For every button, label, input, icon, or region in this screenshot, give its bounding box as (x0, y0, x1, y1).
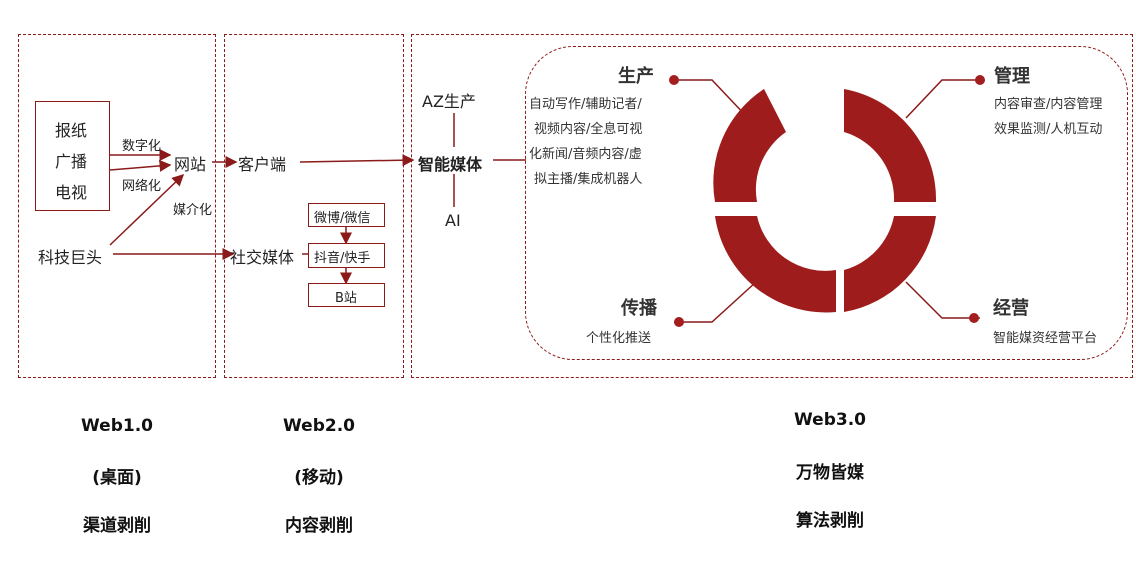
distribution-dot (674, 317, 684, 327)
distribution-title: 传播 (621, 298, 657, 319)
platform-bilibili (308, 283, 385, 307)
ai-node: AI (445, 211, 461, 230)
mediatize-label: 媒介化 (173, 203, 213, 218)
web1-device: (桌面) (92, 468, 142, 488)
web2-device: (移动) (294, 468, 344, 488)
media-radio: 广播 (55, 152, 88, 171)
web3-era: Web3.0 (794, 410, 866, 430)
operation-desc: 智能媒资经营平台 (993, 331, 1098, 346)
traditional-media-box (35, 101, 110, 211)
production-title: 生产 (618, 66, 654, 87)
website-node: 网站 (174, 155, 207, 174)
management-desc: 内容审查/内容管理 效果监测/人机互动 (994, 97, 1103, 137)
media-tv: 电视 (55, 183, 88, 202)
digitize-label: 数字化 (122, 139, 162, 154)
management-title: 管理 (994, 66, 1030, 87)
smart-media-node: 智能媒体 (418, 155, 483, 174)
web3-device: 万物皆媒 (796, 463, 864, 483)
web2-panel (224, 34, 404, 378)
web1-panel (18, 34, 216, 378)
web1-theme: 渠道剥削 (83, 516, 151, 536)
client-node: 客户端 (238, 155, 287, 174)
platform-weibo (308, 203, 385, 227)
platform-bilibili-label: B站 (335, 291, 357, 306)
distribution-desc: 个性化推送 (586, 331, 652, 346)
web2-theme: 内容剥削 (285, 516, 353, 536)
network-label: 网络化 (122, 179, 162, 194)
web3-panel (411, 34, 1133, 378)
operation-dot (969, 313, 979, 323)
operation-title: 经营 (993, 298, 1029, 319)
social-media-node: 社交媒体 (230, 248, 295, 267)
platform-douyin-label: 抖音/快手 (314, 251, 371, 266)
production-dot (669, 75, 679, 85)
platform-weibo-label: 微博/微信 (314, 211, 371, 226)
web1-era: Web1.0 (81, 416, 153, 436)
web2-era: Web2.0 (283, 416, 355, 436)
media-newspaper: 报纸 (55, 121, 88, 140)
web3-inner-panel (525, 46, 1128, 360)
platform-douyin (308, 243, 385, 268)
az-production-node: AZ生产 (422, 92, 476, 111)
tech-giants-node: 科技巨头 (38, 248, 103, 267)
web3-theme: 算法剥削 (796, 511, 864, 531)
management-dot (975, 75, 985, 85)
production-desc: 自动写作/辅助记者/ 视频内容/全息可视 化新闻/音频内容/虚 拟主播/集成机器… (529, 97, 643, 187)
ring-quadrants (713, 89, 937, 313)
